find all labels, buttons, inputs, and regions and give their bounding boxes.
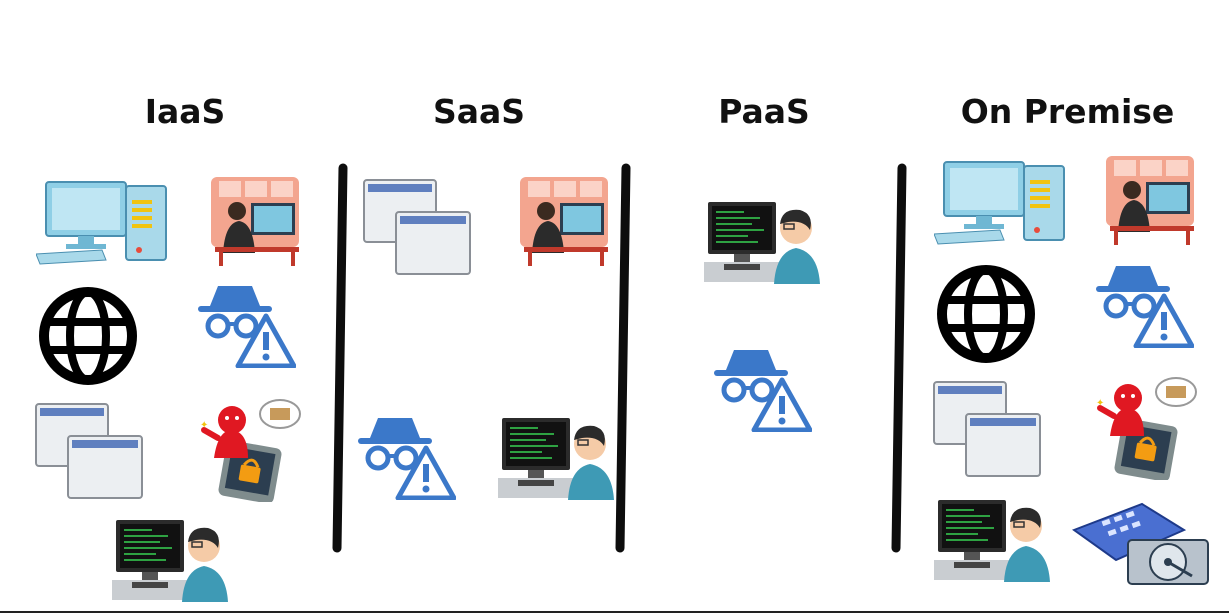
office-worker-icon — [520, 177, 608, 266]
heading-saas: SaaS — [432, 92, 526, 131]
app-windows-icon — [933, 381, 1041, 477]
heading-on-premise: On Premise — [960, 92, 1175, 131]
hacker-phone-icon: ✦ — [200, 399, 301, 502]
developer-coding-icon — [498, 418, 614, 500]
heading-iaas: IaaS — [144, 92, 226, 131]
divider-paas-onprem — [891, 163, 907, 553]
globe-icon — [937, 265, 1035, 363]
spy-warning-icon — [714, 350, 812, 432]
svg-text:✦: ✦ — [200, 420, 208, 431]
globe-icon — [39, 287, 137, 385]
spy-warning-icon — [358, 418, 456, 500]
desktop-computer-icon — [934, 161, 1065, 245]
svg-text:✦: ✦ — [1096, 398, 1104, 409]
desktop-computer-icon — [36, 181, 167, 265]
developer-coding-icon — [934, 500, 1050, 582]
hacker-phone-icon: ✦ — [1096, 377, 1197, 480]
heading-paas: PaaS — [718, 92, 810, 131]
keyboard-harddisk-icon — [1072, 502, 1209, 585]
app-windows-icon — [35, 403, 143, 499]
divider-iaas-saas — [332, 163, 348, 553]
office-worker-icon — [1106, 156, 1194, 245]
divider-saas-paas — [615, 163, 631, 553]
spy-warning-icon — [198, 286, 296, 368]
spy-warning-icon — [1096, 266, 1194, 348]
bottom-border — [0, 611, 1229, 613]
office-worker-icon — [211, 177, 299, 266]
developer-coding-icon — [112, 520, 228, 602]
app-windows-icon — [363, 179, 471, 275]
developer-coding-icon — [704, 202, 820, 284]
